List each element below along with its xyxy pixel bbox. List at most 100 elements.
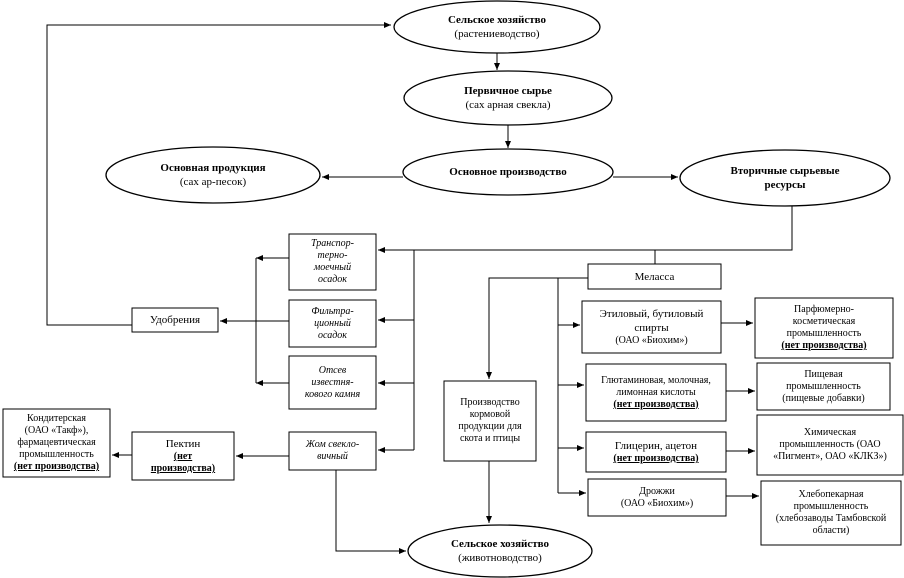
acids-note: (нет производства) bbox=[613, 398, 699, 410]
node-shape-bakery bbox=[760, 480, 902, 546]
confectionery-l1: Кондитерская bbox=[27, 413, 86, 424]
confectionery-l2: (ОАО «Такф»), bbox=[24, 425, 89, 436]
arrow-pulp-to-agri-animal bbox=[335, 470, 406, 554]
acids-l2: лимонная кислоты bbox=[616, 386, 696, 398]
node-shape-transport bbox=[288, 233, 377, 291]
node-shape-chemical bbox=[756, 414, 904, 476]
acids-l1: Глютаминовая, молочная, bbox=[601, 374, 711, 386]
node-agri-animal: Сельское хозяйство (животноводство) bbox=[410, 530, 590, 572]
confectionery-l4: промышленность bbox=[19, 449, 94, 460]
arrow-secondary-to-transport bbox=[378, 206, 793, 253]
bakery-l3: (хлебозаводы Тамбовской bbox=[775, 513, 887, 524]
main-product-title: Основная продукция bbox=[160, 162, 266, 174]
ethyl-l2: спирты bbox=[634, 322, 669, 334]
pectin-label: Пектин bbox=[165, 438, 201, 450]
node-food: Пищевая промышленность (пищевые добавки) bbox=[757, 363, 890, 410]
agri-plant-title: Сельское хозяйство bbox=[447, 14, 547, 26]
main-production-title: Основное производство bbox=[449, 166, 567, 178]
node-feed: Производство кормовой продукции для скот… bbox=[444, 381, 536, 461]
node-perfume: Парфюмерно- косметическая промышленность… bbox=[755, 298, 893, 358]
feed-l4: скота и птицы bbox=[459, 433, 521, 444]
node-main-product: Основная продукция (сах ар-песок) bbox=[112, 153, 314, 197]
limestone-l1: Отсев bbox=[318, 364, 347, 376]
ethyl-l3: (ОАО «Биохим») bbox=[615, 335, 688, 346]
node-molasses: Меласса bbox=[588, 264, 721, 289]
node-pulp: Жом свекло- вичный bbox=[289, 432, 376, 470]
transport-l3: моечный bbox=[313, 262, 352, 273]
pectin-note-2: производства) bbox=[150, 463, 216, 474]
pulp-l1: Жом свекло- bbox=[305, 439, 360, 450]
node-filtration-sediment: Фильтра- ционный осадок bbox=[289, 300, 376, 347]
node-acids: Глютаминовая, молочная, лимонная кислоты… bbox=[586, 364, 726, 421]
perfume-note: (нет производства) bbox=[781, 340, 867, 351]
node-shape-feed bbox=[443, 380, 537, 462]
node-glycerin: Глицерин, ацетон (нет производства) bbox=[586, 432, 726, 472]
node-limestone: Отсев известня- кового камня bbox=[289, 356, 376, 409]
filtration-l1: Фильтра- bbox=[311, 305, 354, 317]
confectionery-note: (нет производства) bbox=[13, 461, 100, 472]
yeast-l1: Дрожжи bbox=[639, 485, 675, 497]
agri-animal-sub: (животноводство) bbox=[458, 552, 542, 564]
transport-l2: терно- bbox=[317, 250, 348, 261]
bakery-l2: промышленность bbox=[793, 501, 869, 512]
node-shape-main-product bbox=[105, 146, 321, 204]
node-bakery: Хлебопекарная промышленность (хлебозавод… bbox=[761, 481, 901, 545]
glycerin-l1: Глицерин, ацетон bbox=[614, 440, 698, 452]
perfume-l1: Парфюмерно- bbox=[794, 304, 854, 315]
bakery-l1: Хлебопекарная bbox=[798, 489, 864, 500]
chemical-l2: промышленность (ОАО bbox=[779, 439, 881, 450]
node-pectin: Пектин (нет производства) bbox=[132, 432, 234, 480]
chemical-l1: Химическая bbox=[803, 427, 857, 438]
node-shape-confectionery bbox=[2, 408, 111, 478]
perfume-l3: промышленность bbox=[786, 328, 862, 339]
ethyl-l1: Этиловый, бутиловый bbox=[599, 308, 704, 320]
food-l2: промышленность bbox=[786, 380, 861, 392]
molasses-label: Меласса bbox=[634, 270, 675, 283]
feed-l1: Производство bbox=[460, 397, 520, 408]
transport-l4: осадок bbox=[318, 274, 347, 285]
node-shape-pulp bbox=[288, 431, 377, 471]
node-shape-glycerin bbox=[585, 431, 727, 473]
filtration-l2: ционный bbox=[314, 317, 351, 329]
arrow-molasses-to-feed bbox=[486, 277, 588, 379]
node-main-production: Основное производство bbox=[410, 158, 606, 186]
node-agri-plant: Сельское хозяйство (растениеводство) bbox=[400, 5, 594, 49]
fertilizers-label: Удобрения bbox=[149, 314, 201, 326]
food-l3: (пищевые добавки) bbox=[782, 392, 865, 404]
secondary-title-2: ресурсы bbox=[764, 179, 806, 191]
node-shape-ethyl bbox=[581, 300, 722, 354]
bakery-l4: области) bbox=[812, 525, 850, 536]
glycerin-note: (нет производства) bbox=[613, 453, 699, 464]
node-shape-limestone bbox=[288, 355, 377, 410]
feed-l2: кормовой bbox=[469, 409, 511, 420]
food-l1: Пищевая bbox=[804, 368, 843, 380]
node-secondary: Вторичные сырьевые ресурсы bbox=[686, 156, 884, 200]
limestone-l3: кового камня bbox=[304, 388, 361, 400]
node-transport-sediment: Транспор- терно- моечный осадок bbox=[289, 234, 376, 290]
agri-animal-title: Сельское хозяйство bbox=[450, 538, 550, 550]
secondary-title: Вторичные сырьевые bbox=[730, 165, 840, 177]
node-yeast: Дрожжи (ОАО «Биохим») bbox=[588, 479, 726, 516]
node-ethyl: Этиловый, бутиловый спирты (ОАО «Биохим»… bbox=[582, 301, 721, 353]
node-confectionery: Кондитерская (ОАО «Такф»), фармацевтичес… bbox=[3, 409, 110, 477]
yeast-l2: (ОАО «Биохим») bbox=[620, 497, 694, 509]
limestone-l2: известня- bbox=[311, 376, 354, 388]
node-shape-fertilizers bbox=[131, 307, 219, 333]
pectin-note-1: (нет bbox=[173, 451, 193, 462]
perfume-l2: косметическая bbox=[792, 316, 856, 327]
primary-title: Первичное сырье bbox=[464, 85, 552, 97]
agri-plant-sub: (растениеводство) bbox=[454, 28, 540, 40]
confectionery-l3: фармацевтическая bbox=[17, 437, 96, 448]
node-shape-main-production bbox=[402, 148, 614, 196]
node-shape-filtration bbox=[288, 299, 377, 348]
node-shape-food bbox=[756, 362, 891, 411]
filtration-l3: осадок bbox=[318, 329, 347, 341]
chemical-l3: «Пигмент», ОАО «КЛКЗ») bbox=[773, 451, 887, 462]
node-fertilizers: Удобрения bbox=[132, 308, 218, 332]
feed-l3: продукции для bbox=[458, 421, 522, 432]
arrow-fertilizers-to-agri-plant bbox=[46, 22, 391, 326]
node-shape-agri-animal bbox=[407, 524, 593, 578]
transport-l1: Транспор- bbox=[310, 238, 355, 249]
node-shape-acids bbox=[585, 363, 727, 422]
